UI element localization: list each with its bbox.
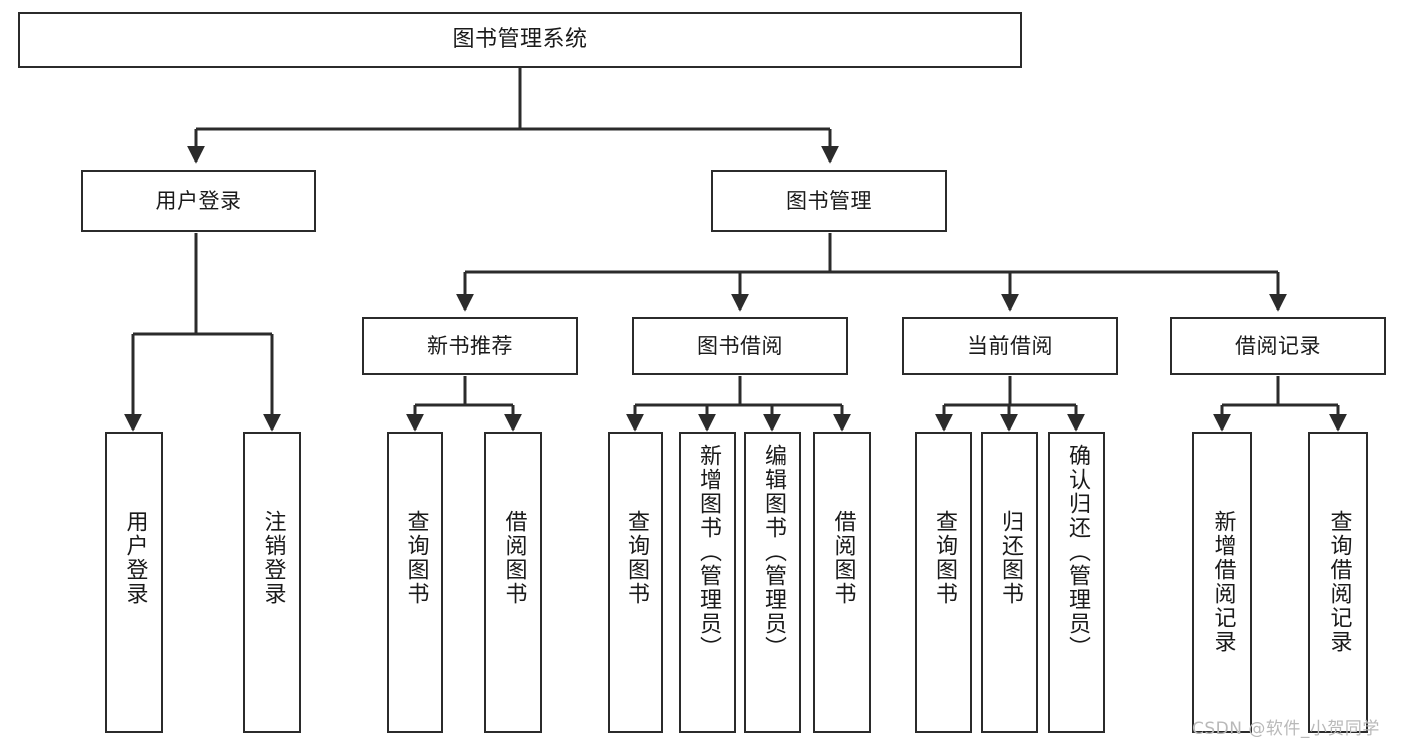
node-current-borrow[interactable]: 当前借阅 bbox=[902, 317, 1118, 375]
node-leaf-add-book[interactable]: 新增图书（管理员） bbox=[679, 432, 736, 733]
node-label: 图书管理 bbox=[786, 188, 872, 213]
node-leaf-confirm-return[interactable]: 确认归还（管理员） bbox=[1048, 432, 1105, 733]
node-label: 新增图书（管理员） bbox=[695, 444, 721, 660]
node-book-borrow[interactable]: 图书借阅 bbox=[632, 317, 848, 375]
node-label: 用户登录 bbox=[155, 188, 242, 213]
node-leaf-borrow-book-2[interactable]: 借阅图书 bbox=[813, 432, 871, 733]
node-new-book-recommend[interactable]: 新书推荐 bbox=[362, 317, 578, 375]
node-leaf-edit-book[interactable]: 编辑图书（管理员） bbox=[744, 432, 801, 733]
node-label: 归还图书 bbox=[997, 510, 1023, 606]
node-leaf-query-book-2[interactable]: 查询图书 bbox=[608, 432, 663, 733]
node-label: 图书借阅 bbox=[697, 333, 783, 358]
node-label: 用户登录 bbox=[122, 510, 148, 606]
node-leaf-return-book[interactable]: 归还图书 bbox=[981, 432, 1038, 733]
node-leaf-query-book-3[interactable]: 查询图书 bbox=[915, 432, 972, 733]
node-label: 查询图书 bbox=[623, 510, 649, 606]
csdn-watermark: CSDN @软件_小贺同学 bbox=[1192, 719, 1380, 739]
node-user-login[interactable]: 用户登录 bbox=[81, 170, 316, 232]
node-book-manage[interactable]: 图书管理 bbox=[711, 170, 947, 232]
node-borrow-record[interactable]: 借阅记录 bbox=[1170, 317, 1386, 375]
node-leaf-borrow-book-1[interactable]: 借阅图书 bbox=[484, 432, 542, 733]
node-label: 借阅图书 bbox=[830, 510, 856, 606]
node-label: 查询图书 bbox=[931, 510, 957, 606]
node-label: 借阅记录 bbox=[1235, 333, 1321, 358]
node-label: 新增借阅记录 bbox=[1210, 510, 1236, 654]
node-label: 查询借阅记录 bbox=[1326, 510, 1352, 654]
node-label: 新书推荐 bbox=[427, 333, 513, 358]
node-leaf-logout[interactable]: 注销登录 bbox=[243, 432, 301, 733]
node-leaf-query-record[interactable]: 查询借阅记录 bbox=[1308, 432, 1368, 733]
node-label: 编辑图书（管理员） bbox=[760, 444, 786, 660]
node-leaf-add-record[interactable]: 新增借阅记录 bbox=[1192, 432, 1252, 733]
node-leaf-user-login[interactable]: 用户登录 bbox=[105, 432, 163, 733]
node-leaf-query-book-1[interactable]: 查询图书 bbox=[387, 432, 443, 733]
node-label: 注销登录 bbox=[260, 510, 286, 606]
node-label: 借阅图书 bbox=[501, 510, 527, 606]
node-label: 图书管理系统 bbox=[452, 27, 588, 53]
node-root-system[interactable]: 图书管理系统 bbox=[18, 12, 1022, 68]
node-label: 确认归还（管理员） bbox=[1064, 444, 1090, 660]
node-label: 查询图书 bbox=[403, 510, 429, 606]
node-label: 当前借阅 bbox=[967, 333, 1053, 358]
